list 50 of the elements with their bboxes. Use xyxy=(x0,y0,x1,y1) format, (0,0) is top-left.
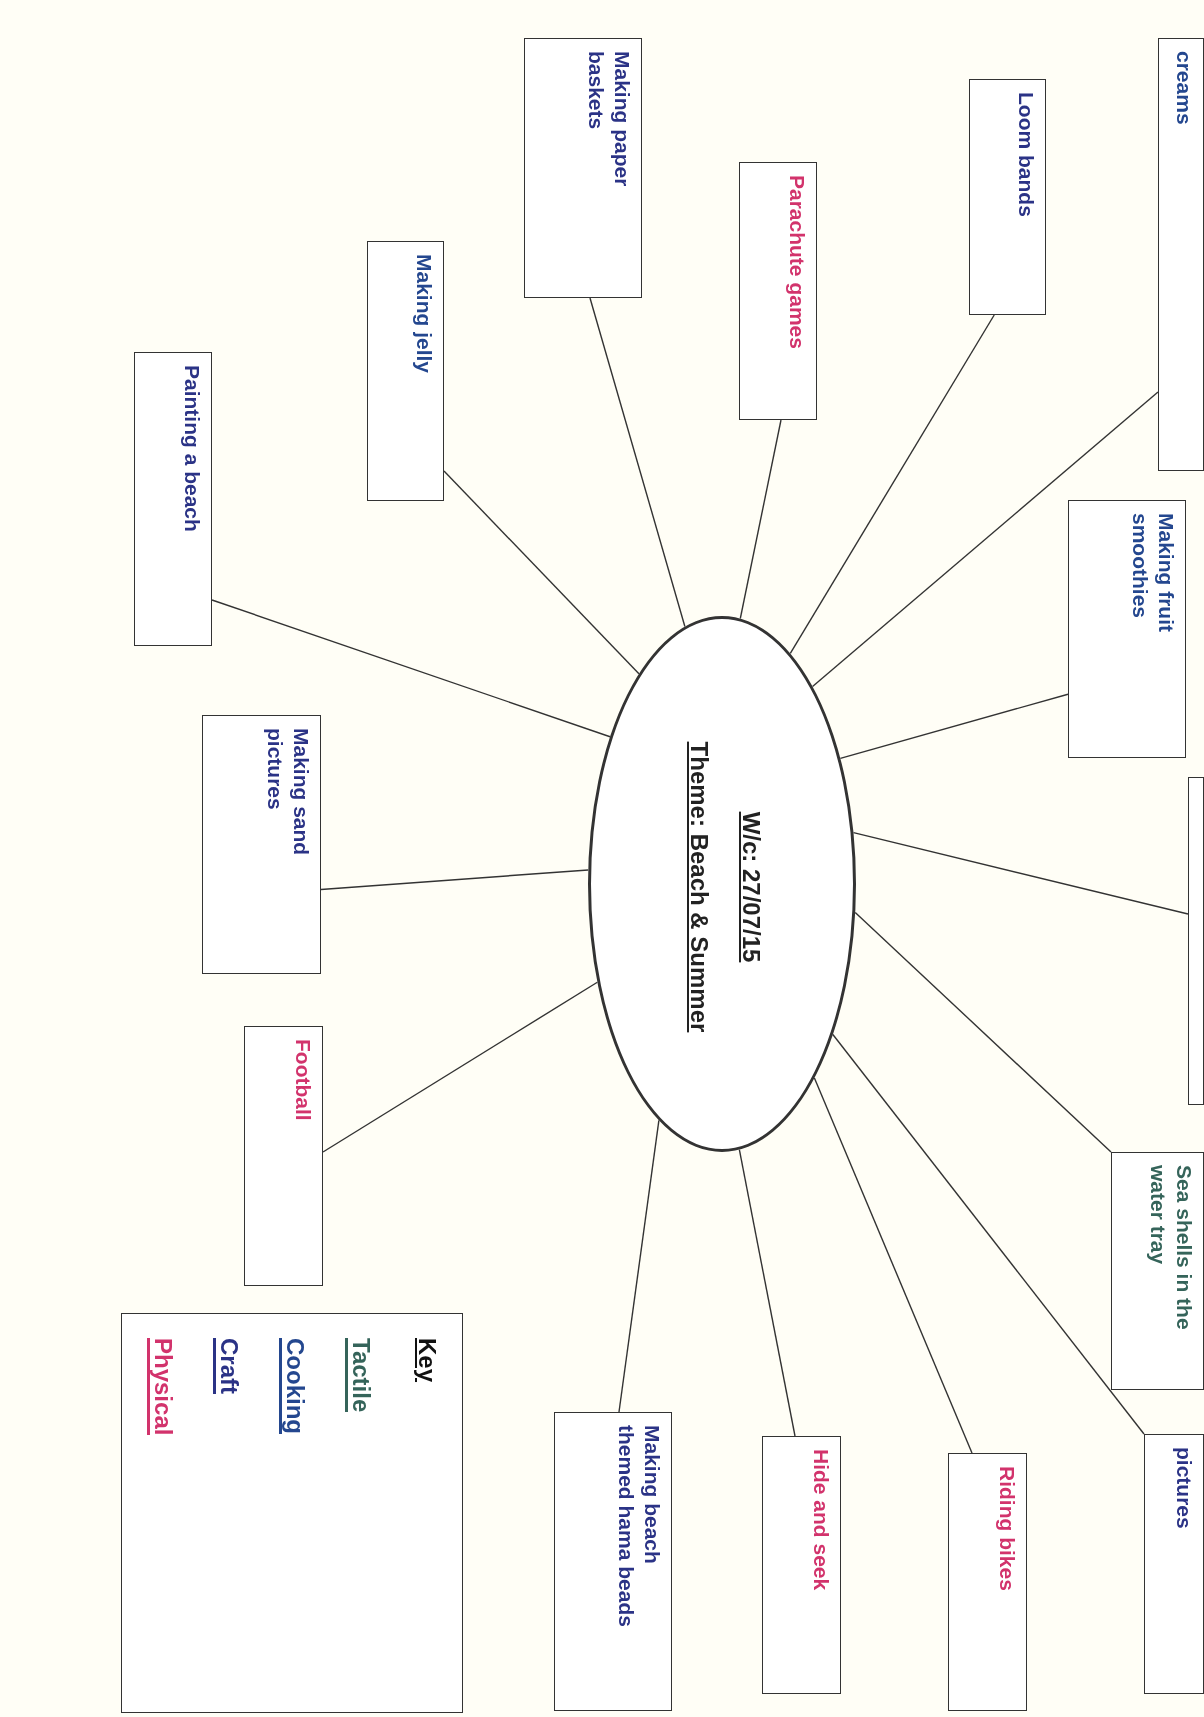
activity-box xyxy=(134,352,212,646)
connector-line xyxy=(589,297,686,628)
activity-box xyxy=(948,1453,1027,1711)
activity-box xyxy=(969,79,1046,315)
activity-text: Hide and seek xyxy=(809,1449,834,1593)
activity-text: pictures xyxy=(1172,1447,1197,1531)
activity-text: Making paper baskets xyxy=(584,51,635,189)
legend-label: Cooking xyxy=(281,1338,310,1434)
activity-box xyxy=(1144,1434,1204,1694)
activity-text: Riding bikes xyxy=(995,1466,1020,1593)
legend-label: Tactile xyxy=(347,1338,376,1413)
activity-box xyxy=(1111,1152,1204,1390)
connector-line xyxy=(813,1077,973,1454)
activity-box xyxy=(554,1412,672,1711)
activity-text: Making beach themed hama beads xyxy=(614,1425,665,1629)
empty-box xyxy=(1188,777,1204,1105)
activity-box xyxy=(1158,38,1204,471)
heading-text: W/c: 27/07/15 xyxy=(737,811,766,963)
connector-line xyxy=(738,1149,796,1437)
connector-line xyxy=(832,1033,1145,1435)
connector-line xyxy=(739,419,782,620)
connector-line xyxy=(854,911,1112,1153)
connector-line xyxy=(211,599,611,738)
activity-text: Parachute games xyxy=(785,175,810,351)
activity-box xyxy=(1068,500,1186,758)
legend-title: Key xyxy=(413,1338,442,1383)
activity-box xyxy=(524,38,642,298)
activity-box xyxy=(739,162,817,420)
connector-line xyxy=(322,981,599,1153)
activity-text: Sea shells in the water tray xyxy=(1146,1165,1197,1332)
activity-text: creams xyxy=(1172,51,1197,127)
legend-label: Physical xyxy=(149,1338,178,1436)
activity-box xyxy=(244,1026,323,1286)
connector-line xyxy=(789,314,995,655)
activity-box xyxy=(762,1436,841,1694)
activity-text: Making sand pictures xyxy=(263,728,314,858)
activity-text: Football xyxy=(291,1039,316,1123)
connector-line xyxy=(618,1119,660,1413)
activity-text: Loom bands xyxy=(1014,92,1039,219)
connector-line xyxy=(811,391,1159,688)
connector-line xyxy=(443,470,640,675)
activity-box xyxy=(367,241,444,501)
activity-box xyxy=(202,715,321,974)
connector-line xyxy=(839,693,1069,759)
connector-line xyxy=(320,869,589,891)
activity-text: Making jelly xyxy=(412,254,437,376)
activity-text: Painting a beach xyxy=(180,365,205,534)
legend-label: Craft xyxy=(215,1338,244,1394)
activity-text: Making fruit smoothies xyxy=(1128,513,1179,634)
heading-text: Theme: Beach & Summer xyxy=(685,741,714,1033)
